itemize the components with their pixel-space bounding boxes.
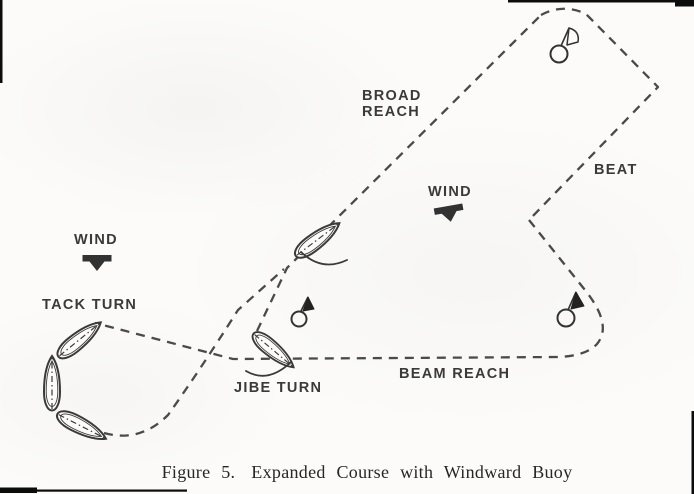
figure-caption: Figure 5. Expanded Course with Windward B… xyxy=(40,462,694,483)
figure-caption-title: Expanded Course with Windward Buoy xyxy=(251,462,573,482)
wind-label-left: WIND xyxy=(74,232,118,248)
broad-reach-label-line1: BROAD xyxy=(362,88,422,104)
leeward-mark-buoy-icon xyxy=(556,291,585,328)
sailboat-tack-turn-2-icon xyxy=(43,355,61,412)
scan-edge-artifact-left xyxy=(0,0,3,83)
wind-arrow-left-icon xyxy=(82,255,112,271)
windward-rounding-and-beat-line xyxy=(528,7,660,221)
scan-edge-artifact-right xyxy=(691,411,694,494)
scan-edge-artifact-bottom-left xyxy=(0,487,37,493)
broad-reach-line xyxy=(255,14,542,332)
sailboat-jibe-turn-icon xyxy=(247,326,300,375)
scan-edge-artifact-top-right xyxy=(675,0,694,7)
mainsheet-broad-reach xyxy=(300,251,348,266)
windward-buoy-icon xyxy=(549,27,580,64)
broad-reach-label-line2: REACH xyxy=(362,104,421,120)
beat-label: BEAT xyxy=(594,162,638,178)
mainsheet-jibe-turn xyxy=(245,361,292,377)
tack-exit-line xyxy=(103,268,285,437)
jibe-mark-buoy-icon xyxy=(290,296,315,328)
wind-arrow-center-icon xyxy=(433,203,466,225)
scan-edge-artifact-bottom xyxy=(36,489,187,492)
wind-label-center: WIND xyxy=(428,184,472,200)
sailboat-tack-turn-3-icon xyxy=(52,405,111,447)
figure-caption-number: Figure 5. xyxy=(161,462,236,482)
sailboat-broad-reach-icon xyxy=(290,215,346,264)
leeward-turn-and-beam-reach-line xyxy=(94,219,604,361)
sailboat-tack-turn-1-icon xyxy=(52,315,107,364)
scan-edge-artifact-top xyxy=(508,0,676,3)
jibe-turn-label: JIBE TURN xyxy=(234,380,323,396)
beam-reach-label: BEAM REACH xyxy=(399,366,511,382)
tack-turn-label: TACK TURN xyxy=(42,297,138,313)
